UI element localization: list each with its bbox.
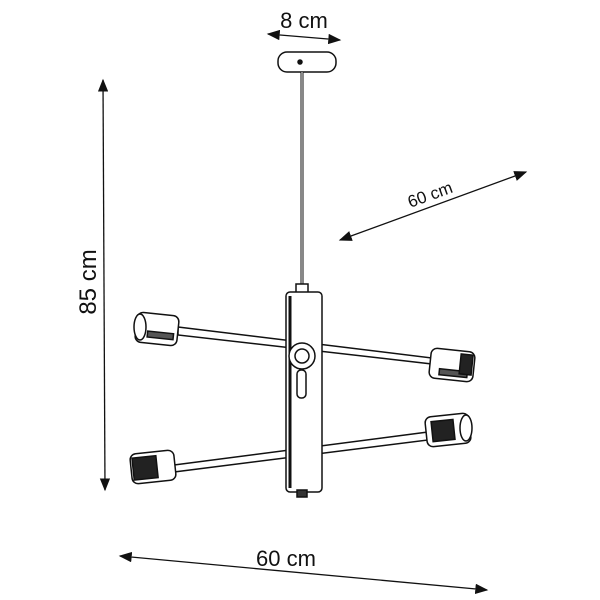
height-label: 85 cm xyxy=(75,249,102,314)
lower-arm xyxy=(129,412,473,485)
socket-lower-right xyxy=(424,412,473,448)
width-dimension-line xyxy=(118,551,489,595)
height-dimension-line xyxy=(97,78,111,492)
width-label: 60 cm xyxy=(256,546,316,571)
socket-upper-right xyxy=(428,347,476,383)
canopy-dimension-line xyxy=(266,29,342,45)
socket-lower-left xyxy=(129,449,177,485)
lamp-drawing xyxy=(129,51,476,498)
socket-upper-left xyxy=(133,311,180,347)
ceiling-canopy xyxy=(277,51,337,73)
central-column xyxy=(285,291,323,498)
canopy-width-label: 8 cm xyxy=(280,8,328,33)
depth-dimension-line xyxy=(338,171,528,241)
